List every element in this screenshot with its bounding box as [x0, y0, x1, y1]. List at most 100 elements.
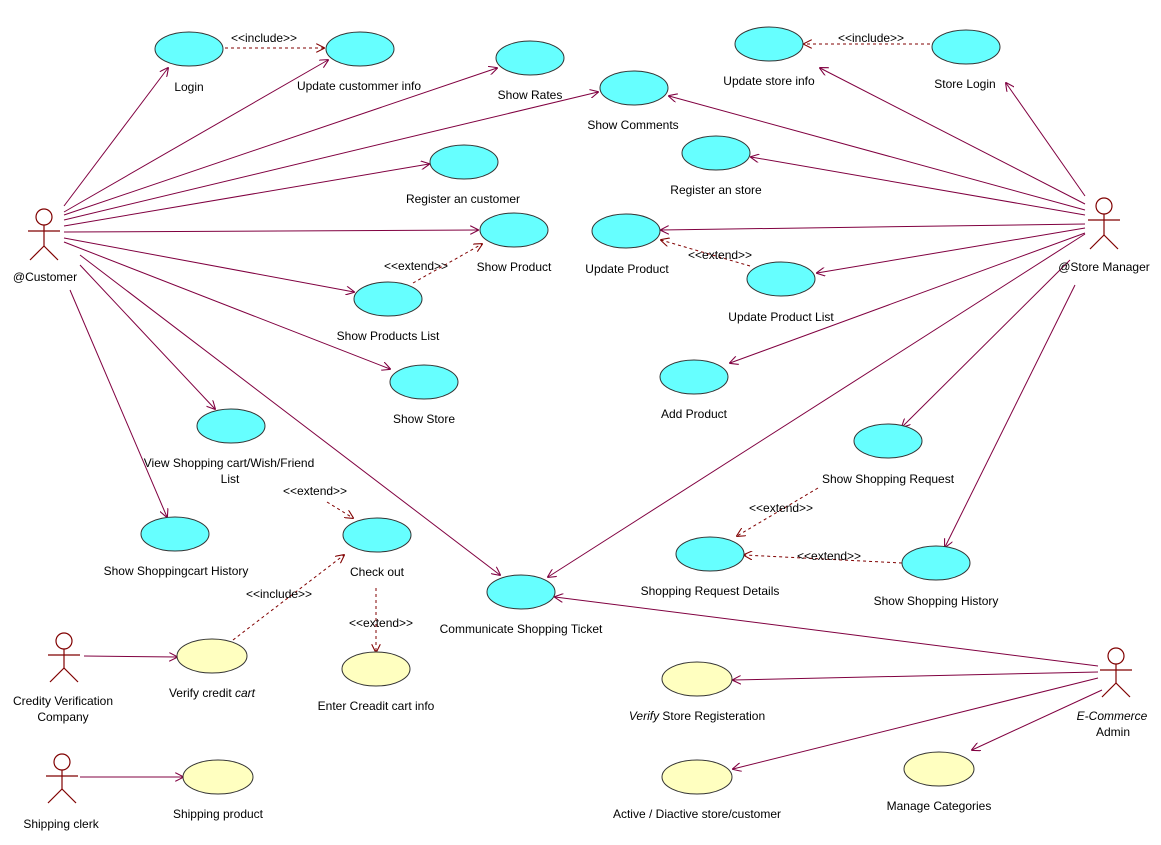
use-case-enter-credit-info[interactable]: Enter Creadit cart info: [318, 651, 435, 713]
label-extend-shopping-history: <<extend>>: [797, 549, 861, 563]
use-case-update-product-list[interactable]: Update Product List: [728, 261, 834, 324]
use-case-shipping-product[interactable]: Shipping product: [173, 759, 264, 821]
actor-ecommerce-admin[interactable]: E-Commerce Admin: [1077, 647, 1148, 739]
use-case-register-customer-label: Register an customer: [406, 192, 520, 206]
use-case-update-product-label: Update Product: [585, 262, 669, 276]
assoc-customer-cart-history: [69, 289, 167, 517]
assoc-customer-view-cart: [79, 264, 215, 409]
use-case-update-product-list-label: Update Product List: [728, 310, 834, 324]
label-extend-checkout: <<extend>>: [283, 484, 347, 498]
use-case-show-shopping-request[interactable]: Show Shopping Request: [822, 423, 955, 486]
use-case-show-rates-label: Show Rates: [498, 88, 563, 102]
label-extend-product-list: <<extend>>: [384, 259, 448, 273]
actor-store-manager[interactable]: @Store Manager: [1058, 197, 1150, 274]
use-case-show-products-list-label: Show Products List: [337, 329, 440, 343]
use-case-check-out[interactable]: Check out: [342, 517, 412, 579]
use-case-show-shopping-request-label: Show Shopping Request: [822, 472, 955, 486]
use-case-update-customer-info[interactable]: Update custommer info: [297, 31, 421, 93]
assoc-customer-update-info: [63, 60, 328, 213]
assoc-manager-shopping-history: [945, 284, 1076, 547]
assoc-manager-register-store: [751, 157, 1086, 216]
associations: [63, 60, 1103, 777]
actor-ecommerce-admin-label-2: Admin: [1096, 725, 1130, 739]
use-case-shopping-cart-history[interactable]: Show Shoppingcart History: [104, 516, 249, 578]
label-extend-update-list: <<extend>>: [688, 248, 752, 262]
assoc-admin-active-diactive: [733, 677, 1099, 769]
dep-product-list-extend: [412, 244, 482, 284]
assoc-manager-communicate: [548, 233, 1086, 577]
assoc-customer-products-list: [63, 237, 354, 292]
dep-request-details-extend: [737, 487, 819, 536]
actor-credit-company[interactable]: Credity Verification Company: [13, 632, 113, 724]
actor-store-manager-figure: [1088, 197, 1120, 250]
dep-checkout-extend: [326, 501, 353, 518]
actor-shipping-clerk[interactable]: Shipping clerk: [23, 753, 100, 831]
use-case-register-store-label: Register an store: [670, 183, 762, 197]
use-case-show-products-list[interactable]: Show Products List: [337, 281, 440, 343]
assoc-customer-register: [63, 164, 429, 227]
use-case-manage-categories-label: Manage Categories: [887, 799, 992, 813]
use-case-shopping-request-details[interactable]: Shopping Request Details: [641, 536, 780, 598]
actor-credit-company-figure: [48, 632, 80, 683]
assoc-admin-manage-categories: [972, 689, 1103, 750]
actor-shipping-clerk-figure: [46, 753, 78, 804]
use-case-show-shopping-history[interactable]: Show Shopping History: [874, 545, 999, 608]
label-include-login: <<include>>: [231, 31, 297, 45]
actor-store-manager-label: @Store Manager: [1058, 260, 1150, 274]
use-case-active-diactive[interactable]: Active / Diactive store/customer: [613, 759, 781, 821]
use-cases: Login Update custommer info Show Rates S…: [104, 26, 1001, 821]
use-case-show-comments-label: Show Comments: [587, 118, 678, 132]
use-case-shipping-product-label: Shipping product: [173, 807, 264, 821]
use-case-store-login[interactable]: Store Login: [931, 29, 1001, 91]
assoc-customer-login: [63, 68, 168, 207]
assoc-credit-verify: [83, 656, 177, 657]
use-case-add-product-label: Add Product: [661, 407, 728, 421]
use-case-register-store[interactable]: Register an store: [670, 135, 762, 197]
dependencies: [225, 44, 930, 652]
use-case-store-login-label: Store Login: [934, 77, 995, 91]
use-case-view-shopping-cart-label-1: View Shopping cart/Wish/Friend: [144, 456, 315, 470]
use-case-active-diactive-label: Active / Diactive store/customer: [613, 807, 781, 821]
use-case-login[interactable]: Login: [154, 31, 224, 94]
actor-customer-label: @Customer: [13, 270, 77, 284]
assoc-manager-update-store-info: [820, 68, 1086, 205]
assoc-manager-update-product-list: [817, 227, 1086, 273]
use-case-show-comments[interactable]: Show Comments: [587, 70, 679, 132]
use-case-verify-store-registration[interactable]: Verify Store Registeration: [629, 661, 765, 723]
use-case-add-product[interactable]: Add Product: [659, 359, 729, 421]
use-case-verify-store-registration-label: Verify Store Registeration: [629, 709, 765, 723]
use-case-update-store-info[interactable]: Update store info: [723, 26, 815, 88]
use-case-register-customer[interactable]: Register an customer: [406, 144, 520, 206]
use-case-show-rates[interactable]: Show Rates: [495, 40, 565, 102]
use-case-manage-categories[interactable]: Manage Categories: [887, 751, 992, 813]
actor-ecommerce-admin-figure: [1100, 647, 1132, 698]
use-case-communicate-ticket[interactable]: Communicate Shopping Ticket: [440, 574, 603, 636]
use-case-communicate-ticket-label: Communicate Shopping Ticket: [440, 622, 603, 636]
assoc-manager-store-login: [1006, 83, 1086, 197]
assoc-manager-show-comments: [669, 96, 1086, 211]
assoc-manager-add-product: [730, 232, 1086, 363]
use-case-show-store[interactable]: Show Store: [389, 364, 459, 426]
label-include-store: <<include>>: [838, 31, 904, 45]
use-case-show-store-label: Show Store: [393, 412, 455, 426]
use-case-update-product[interactable]: Update Product: [585, 213, 669, 276]
assoc-customer-communicate: [79, 254, 500, 575]
use-case-login-label: Login: [174, 80, 203, 94]
actor-ecommerce-admin-label-1: E-Commerce: [1077, 709, 1148, 723]
label-include-verify: <<include>>: [246, 587, 312, 601]
use-case-verify-credit[interactable]: Verify credit cart: [169, 638, 256, 700]
actor-customer-figure: [28, 208, 60, 261]
assoc-customer-show-store: [63, 241, 390, 369]
use-case-update-store-info-label: Update store info: [723, 74, 815, 88]
use-case-enter-credit-info-label: Enter Creadit cart info: [318, 699, 435, 713]
use-case-verify-credit-label: Verify credit cart: [169, 686, 256, 700]
dependency-labels: <<include>> <<include>> <<extend>> <<ext…: [231, 31, 904, 630]
use-case-shopping-cart-history-label: Show Shoppingcart History: [104, 564, 249, 578]
assoc-customer-show-product: [63, 230, 478, 232]
assoc-admin-verify-store: [733, 671, 1099, 680]
actor-customer[interactable]: @Customer: [13, 208, 77, 284]
use-case-view-shopping-cart[interactable]: View Shopping cart/Wish/Friend List: [144, 408, 315, 486]
use-case-show-product[interactable]: Show Product: [477, 212, 552, 274]
